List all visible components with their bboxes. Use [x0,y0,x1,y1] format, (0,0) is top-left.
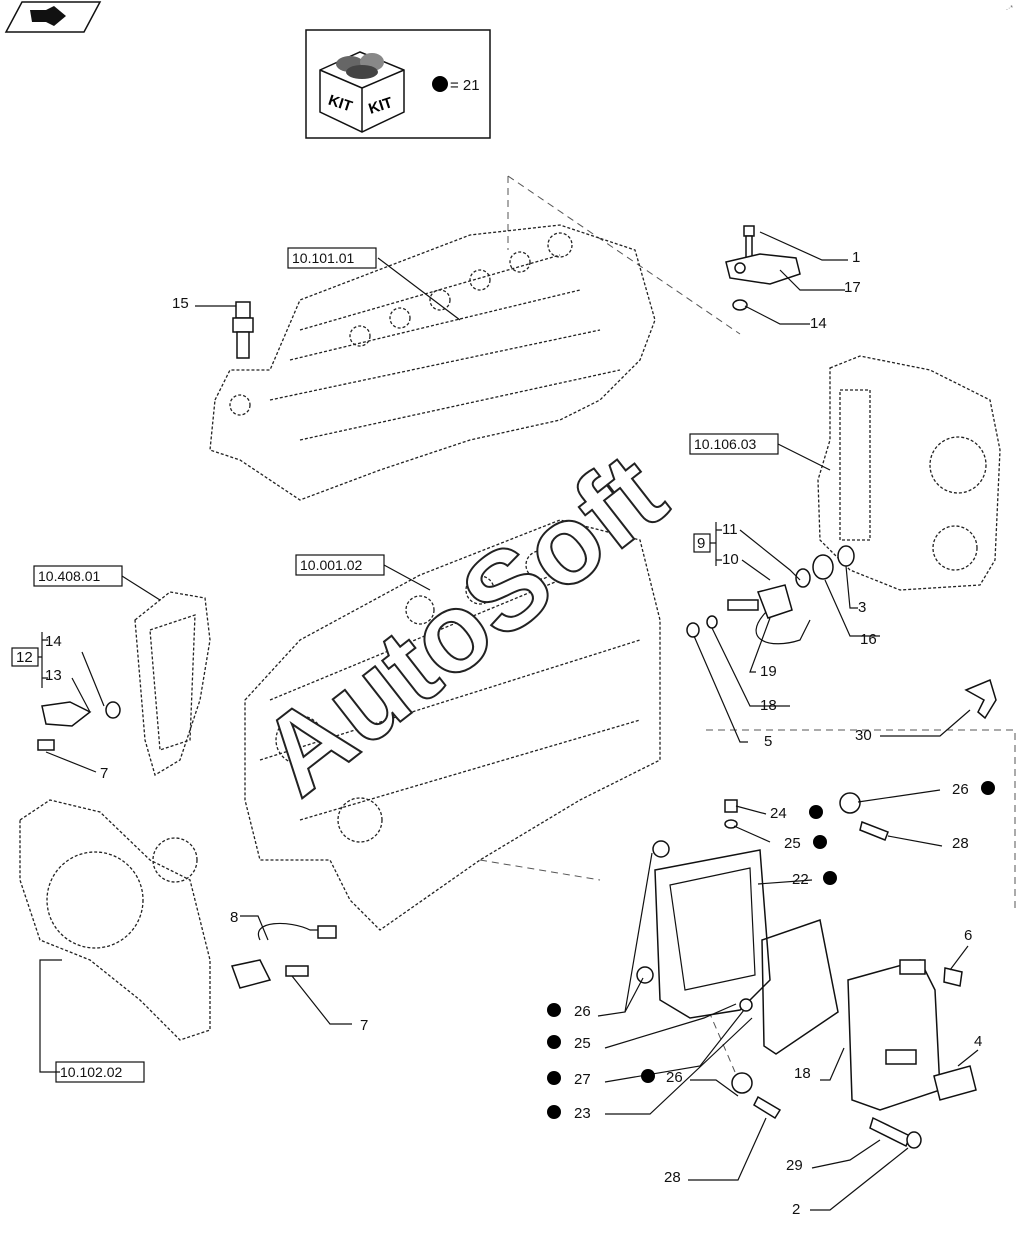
ref-engine-block[interactable]: 10.001.02 [300,557,362,573]
callout-label[interactable]: 2 [792,1201,800,1218]
watermark: AutoSoft [238,429,687,819]
kit-label-left: KIT [326,92,354,116]
oil-cooler-housing-part [134,591,211,776]
reference-boxes: 10.101.01 10.106.03 10.001.02 10.408.01 … [33,247,779,1083]
svg-text:.·*: .·* [1006,5,1013,12]
kit-bullet-icon [432,76,448,92]
callout-label[interactable]: 22 [792,871,809,888]
callout-label[interactable]: 3 [858,599,866,616]
ref-timing-housing[interactable]: 10.106.03 [694,436,756,452]
callout-label[interactable]: 29 [786,1157,803,1174]
cylinder-head-part [209,224,656,501]
callout-label[interactable]: 13 [45,667,62,684]
callout-label[interactable]: 5 [764,733,772,750]
back-arrow-icon[interactable] [4,1,102,33]
callout-label[interactable]: 25 [574,1035,591,1052]
ref-front-cover[interactable]: 10.102.02 [60,1064,122,1080]
callout-label[interactable]: 12 [16,649,33,666]
front-cover-part [19,799,211,1041]
bolt-part [753,1095,782,1120]
screw-part [743,225,755,259]
callout-label[interactable]: 18 [760,697,777,714]
callout-label[interactable]: 10 [722,551,739,568]
cam-sensor-part [37,701,121,751]
callout-label[interactable]: 16 [860,631,877,648]
group-brackets [11,522,722,688]
callout-labels: 1 17 14 15 11 10 9 3 16 19 18 5 14 12 13… [16,249,982,1218]
crank-sensor-part [231,922,337,989]
callout-label[interactable]: 25 [784,835,801,852]
bush-part [839,792,861,814]
callout-label[interactable]: 1 [852,249,860,266]
kit-box: KIT KIT = 21 [305,29,491,139]
callout-label[interactable]: 19 [760,663,777,680]
engine-block-part [244,519,661,931]
callout-label[interactable]: 4 [974,1033,982,1050]
clip-part [964,678,997,720]
bolt-part [869,1116,911,1148]
ref-cylinder-head[interactable]: 10.101.01 [292,250,354,266]
callout-label[interactable]: 15 [172,295,189,312]
callout-label[interactable]: 26 [666,1069,683,1086]
ecu-bracket-part [636,840,771,1019]
bullet-markers [547,781,995,1119]
callout-label[interactable]: 24 [770,805,787,822]
callout-label[interactable]: 14 [810,315,827,332]
seal-ring-part [732,299,748,311]
gasket-part [761,919,839,1055]
bush-part [731,1072,753,1094]
callout-label[interactable]: 7 [100,765,108,782]
callout-label[interactable]: 26 [952,781,969,798]
speed-sensor-part [686,545,855,645]
ecu-unit-part [847,959,941,1111]
callout-label[interactable]: 18 [794,1065,811,1082]
cover-part [933,1065,977,1101]
callout-label[interactable]: 30 [855,727,872,744]
kit-cube-icon [319,51,405,133]
callout-label[interactable]: 14 [45,633,62,650]
bolt-part [859,820,889,841]
bolt-part [943,967,963,987]
callout-label[interactable]: 6 [964,927,972,944]
callout-label[interactable]: 27 [574,1071,591,1088]
corner-mark-icon: .·* [1006,5,1013,12]
callout-label[interactable]: 7 [360,1017,368,1034]
callout-label[interactable]: 28 [664,1169,681,1186]
pressure-sensor-part [725,253,801,285]
callout-label[interactable]: 8 [230,909,238,926]
callout-label[interactable]: 9 [697,535,705,552]
callout-label[interactable]: 26 [574,1003,591,1020]
plug-part [724,799,738,813]
timing-housing-part [817,355,1001,591]
nut-part [906,1131,922,1149]
small-parts [37,225,997,1149]
callout-label[interactable]: 28 [952,835,969,852]
temperature-sensor-part [232,301,254,359]
kit-label-right: KIT [367,94,395,118]
kit-count: = 21 [450,77,480,94]
callout-label[interactable]: 17 [844,279,861,296]
leader-lines [39,231,979,1211]
callout-label[interactable]: 11 [722,521,738,538]
callout-label[interactable]: 23 [574,1105,591,1122]
ref-oil-cooler[interactable]: 10.408.01 [38,568,100,584]
